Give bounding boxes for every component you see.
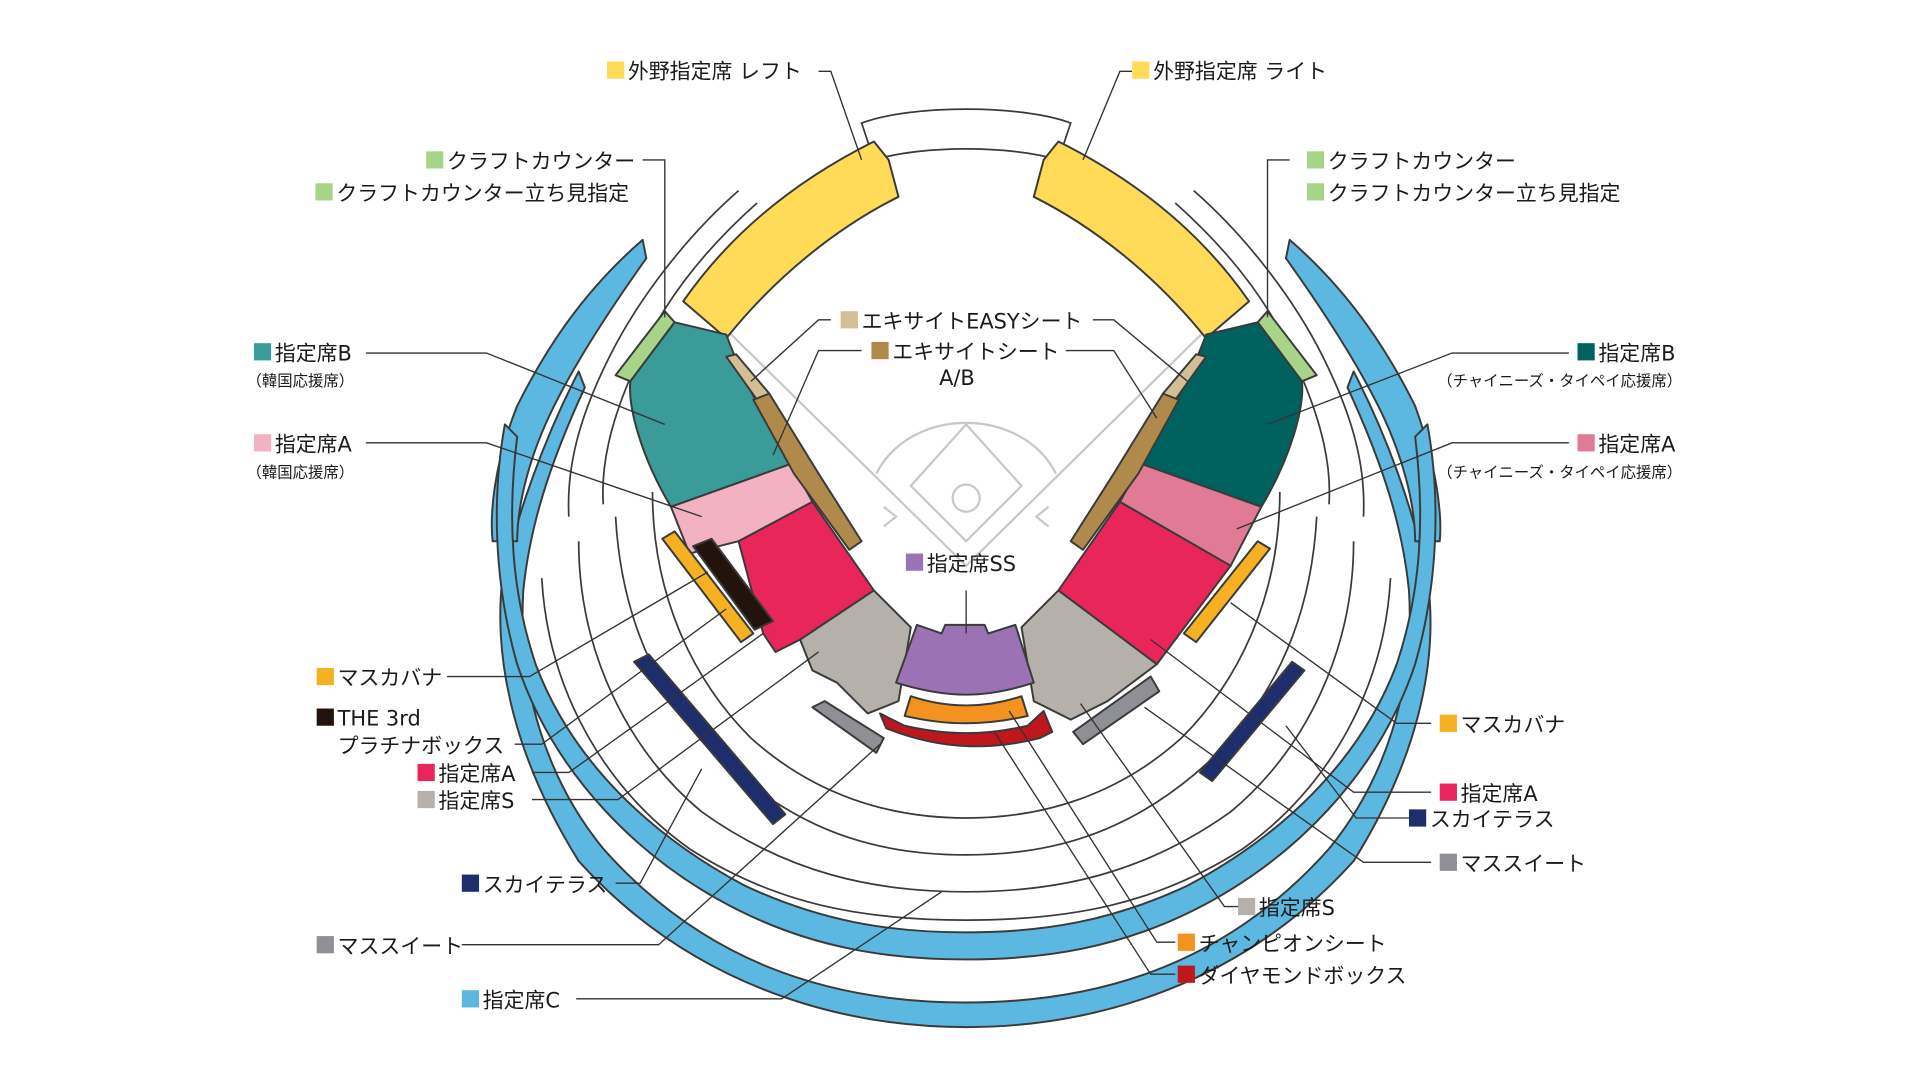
seat-section-excite-ab-left[interactable]: [752, 392, 863, 551]
legend-champion: チャンピオンシート: [1177, 932, 1387, 956]
svg-text:指定席SS: 指定席SS: [927, 552, 1016, 576]
svg-text:指定席S: 指定席S: [1259, 896, 1335, 920]
legend-craft-left: クラフトカウンター クラフトカウンター立ち見指定: [315, 150, 635, 206]
svg-text:外野指定席 ライト: 外野指定席 ライト: [1153, 60, 1327, 84]
seat-section-skyterrace-right[interactable]: [1198, 660, 1306, 783]
svg-text:プラチナボックス: プラチナボックス: [338, 734, 505, 758]
seat-section-ss[interactable]: [895, 623, 1035, 696]
seat-section-diamond[interactable]: [879, 709, 1054, 748]
seat-section-masukabana-right[interactable]: [1182, 540, 1271, 644]
seat-section-masukabana-left[interactable]: [661, 530, 755, 644]
svg-text:指定席A: 指定席A: [1461, 782, 1539, 806]
leader-lines: [365, 70, 1569, 1000]
legend-outfield-left: 外野指定席 レフト: [606, 60, 802, 84]
legend-b-left: 指定席B （韓国応援席）: [247, 341, 355, 390]
svg-text:エキサイトシート: エキサイトシート: [892, 340, 1059, 364]
svg-text:（チャイニーズ・タイペイ応援席）: （チャイニーズ・タイペイ応援席）: [1437, 372, 1682, 390]
svg-text:THE 3rd: THE 3rd: [337, 707, 421, 731]
svg-text:指定席S: 指定席S: [438, 789, 514, 813]
legend-s-right: 指定席S: [1237, 896, 1335, 920]
seat-section-skyterrace-left[interactable]: [633, 653, 787, 826]
seat-section-s-right[interactable]: [1020, 589, 1158, 721]
svg-text:チャンピオンシート: チャンピオンシート: [1199, 932, 1387, 956]
legend-craft-right: クラフトカウンター クラフトカウンター立ち見指定: [1306, 150, 1621, 206]
legend-b-right: 指定席B （チャイニーズ・タイペイ応援席）: [1437, 341, 1682, 390]
svg-text:クラフトカウンター: クラフトカウンター: [447, 150, 635, 174]
legend-masukabana-left: マスカバナ: [316, 666, 443, 690]
legend-diamond: ダイヤモンドボックス: [1177, 964, 1407, 988]
svg-text:スカイテラス: スカイテラス: [1430, 808, 1555, 832]
svg-text:マスカバナ: マスカバナ: [1461, 713, 1566, 737]
legend-outfield-right: 外野指定席 ライト: [1132, 60, 1327, 84]
svg-text:ダイヤモンドボックス: ダイヤモンドボックス: [1199, 964, 1407, 988]
legend-c: 指定席C: [461, 988, 560, 1012]
svg-text:指定席A: 指定席A: [275, 432, 353, 456]
svg-text:（韓国応援席）: （韓国応援席）: [247, 463, 355, 481]
svg-text:マススイート: マススイート: [338, 934, 463, 958]
legend-excite-ab: エキサイトシート A/B: [871, 340, 1060, 390]
seat-section-the3rd-left[interactable]: [692, 537, 775, 631]
svg-text:（チャイニーズ・タイペイ応援席）: （チャイニーズ・タイペイ応援席）: [1437, 463, 1682, 481]
legend-a-left: 指定席A （韓国応援席）: [247, 432, 355, 481]
svg-text:クラフトカウンター立ち見指定: クラフトカウンター立ち見指定: [336, 182, 629, 206]
legend-masusuite-left: マススイート: [316, 934, 463, 958]
seat-section-outfield-left[interactable]: [682, 140, 900, 340]
concourse-rings: [540, 108, 1392, 921]
svg-text:A/B: A/B: [939, 366, 975, 390]
seat-section-outfield-right[interactable]: [1032, 140, 1251, 340]
svg-text:クラフトカウンター立ち見指定: クラフトカウンター立ち見指定: [1328, 182, 1621, 206]
seat-section-excite-ab-right[interactable]: [1069, 392, 1180, 551]
svg-text:指定席C: 指定席C: [483, 988, 560, 1012]
svg-text:（韓国応援席）: （韓国応援席）: [247, 372, 355, 390]
legend-a-right: 指定席A （チャイニーズ・タイペイ応援席）: [1437, 432, 1682, 481]
svg-text:エキサイトEASYシート: エキサイトEASYシート: [862, 309, 1083, 333]
legend-skyterrace-left: スカイテラス: [461, 873, 608, 897]
seat-section-masusuite-left[interactable]: [811, 700, 885, 754]
legend-a-red-left: 指定席A: [417, 762, 516, 786]
seat-section-champion[interactable]: [903, 695, 1029, 725]
svg-text:指定席B: 指定席B: [1598, 341, 1675, 365]
svg-text:マスカバナ: マスカバナ: [338, 666, 443, 690]
legend-the3rd: THE 3rd プラチナボックス: [316, 707, 505, 758]
svg-text:指定席A: 指定席A: [438, 762, 516, 786]
legend-excite-easy: エキサイトEASYシート: [840, 309, 1083, 333]
legend-a-red-right: 指定席A: [1439, 782, 1539, 806]
seat-section-s-left[interactable]: [799, 589, 912, 715]
legend-masukabana-right: マスカバナ: [1439, 713, 1566, 737]
svg-text:クラフトカウンター: クラフトカウンター: [1328, 150, 1516, 174]
baseball-field: [725, 328, 1207, 568]
seat-section-masusuite-right[interactable]: [1072, 675, 1161, 746]
svg-text:スカイテラス: スカイテラス: [483, 873, 608, 897]
legend-skyterrace-right: スカイテラス: [1408, 808, 1555, 832]
svg-text:外野指定席 レフト: 外野指定席 レフト: [628, 60, 802, 84]
svg-text:指定席A: 指定席A: [1598, 432, 1676, 456]
svg-text:マススイート: マススイート: [1461, 852, 1586, 876]
svg-text:指定席B: 指定席B: [275, 341, 352, 365]
legend-masusuite-right: マススイート: [1439, 852, 1586, 876]
legend-ss: 指定席SS: [905, 552, 1016, 576]
legend-s-left: 指定席S: [417, 789, 514, 813]
